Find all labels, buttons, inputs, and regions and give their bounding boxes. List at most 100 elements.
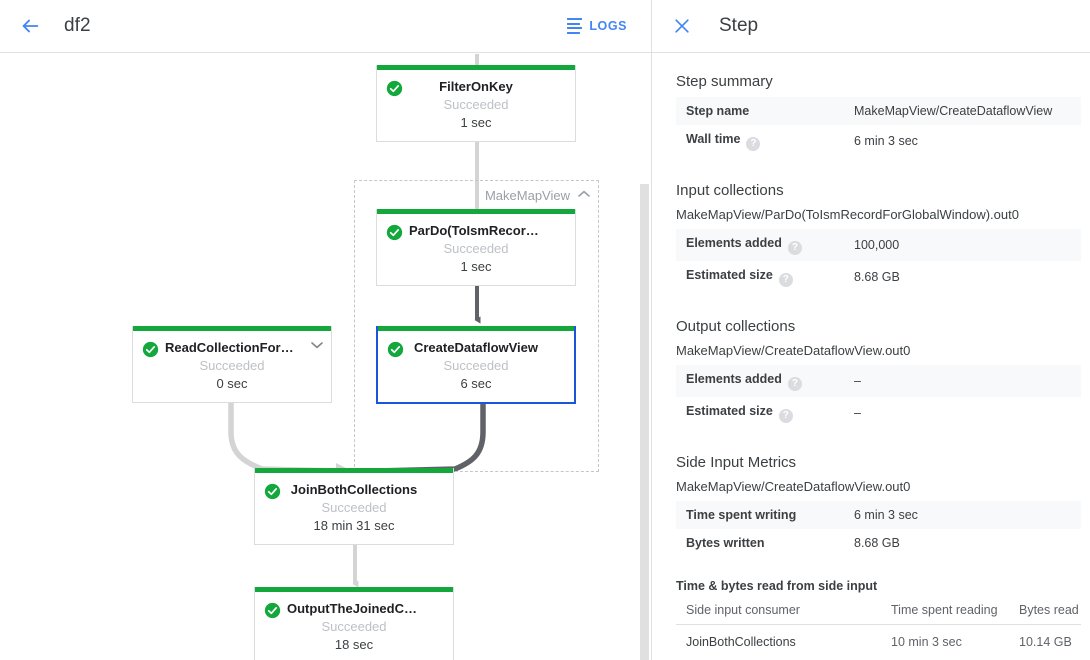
check-circle-icon [142,341,159,358]
cell-consumer: JoinBothCollections [686,635,796,649]
node-time: 0 sec [216,376,248,391]
row-value: 100,000 [854,238,900,252]
column-header-time-reading: Time spent reading [881,597,1009,625]
node-name: FilterOnKey [439,79,513,94]
graph-node-joinbothcollections[interactable]: JoinBothCollections Succeeded 18 min 31 … [254,468,454,545]
output-collection-name: MakeMapView/CreateDataflowView.out0 [676,343,911,358]
logs-icon [567,17,583,35]
row-key-label: Elements added [686,372,782,386]
help-icon[interactable]: ? [778,273,793,287]
step-panel-body: Step summary Step name MakeMapView/Creat… [652,53,1090,659]
status-bar [378,326,574,331]
step-details-panel: Step Step summary Step name MakeMapView/… [651,0,1090,660]
node-status: Succeeded [321,619,387,634]
status-bar [255,468,453,473]
step-panel-title: Step [719,15,759,36]
node-time: 1 sec [460,259,492,274]
graph-vertical-scrollbar[interactable] [640,184,649,660]
output-collections-table: Elements added? – Estimated size? – [676,365,1081,429]
row-key: Estimated size? [676,261,844,293]
table-row: Bytes written 8.68 GB [676,529,1081,557]
check-circle-icon [264,602,281,619]
page-title: df2 [64,15,91,36]
node-status: Succeeded [443,358,509,373]
node-status: Succeeded [199,358,265,373]
row-key: Elements added? [676,365,844,397]
input-collections-table: Elements added? 100,000 Estimated size? … [676,229,1081,293]
node-status: Succeeded [321,500,387,515]
section-title-output-collections: Output collections [676,318,796,335]
graph-node-createdataflowview[interactable]: CreateDataflowView Succeeded 6 sec [376,326,576,404]
logs-button-label: LOGS [589,18,627,33]
row-key-label: Estimated size [686,404,773,418]
help-icon[interactable]: ? [787,241,802,255]
job-graph-canvas[interactable]: MakeMapView FilterOnKey Succeeded 1 sec [0,54,651,660]
section-title-side-input-metrics: Side Input Metrics [676,454,797,471]
status-bar [377,65,575,70]
row-value: – [854,406,861,420]
group-makemapview[interactable]: MakeMapView [354,180,599,472]
graph-pane: df2 LOGS [0,12,651,660]
step-panel-header: Step [652,0,1090,53]
row-key: Step name [686,104,750,118]
node-status: Succeeded [443,241,509,256]
node-time: 18 sec [334,637,374,652]
status-bar [133,326,331,331]
check-circle-icon [264,483,281,500]
node-name: JoinBothCollections [290,482,418,497]
table-row: Estimated size? – [676,397,1081,429]
section-title-input-collections: Input collections [676,182,784,199]
node-name: OutputTheJoinedCollec… [287,601,443,616]
node-name: ReadCollectionForJoin [165,340,308,355]
graph-node-readcollectionforjoin[interactable]: ReadCollectionForJoin Succeeded 0 sec [132,326,332,403]
row-value: 8.68 GB [854,270,900,284]
node-time: 6 sec [460,376,492,391]
graph-node-filteronkey[interactable]: FilterOnKey Succeeded 1 sec [376,65,576,142]
table-row[interactable]: JoinBothCollections 10 min 3 sec 10.14 G… [676,625,1081,660]
node-status: Succeeded [443,97,509,112]
help-icon[interactable]: ? [787,377,802,391]
row-key: Time spent writing [686,508,797,522]
input-collection-name: MakeMapView/ParDo(ToIsmRecordForGlobalWi… [676,207,1019,222]
check-circle-icon [386,224,403,241]
side-input-metrics-table: Time spent writing 6 min 3 sec Bytes wri… [676,501,1081,557]
close-icon[interactable] [670,14,694,38]
row-key: Elements added? [676,229,844,261]
graph-node-pardo-toismrecord[interactable]: ParDo(ToIsmRecordFor…) Succeeded 1 sec [376,209,576,286]
section-title-step-summary: Step summary [676,73,773,90]
chevron-down-icon[interactable] [311,341,323,352]
row-value: MakeMapView/CreateDataflowView [854,104,1053,118]
chevron-up-icon[interactable] [578,190,590,201]
table-row: Estimated size? 8.68 GB [676,261,1081,293]
row-key-label: Elements added [686,236,782,250]
step-summary-table: Step name MakeMapView/CreateDataflowView… [676,97,1081,157]
table-row: Step name MakeMapView/CreateDataflowView [676,97,1081,125]
column-header-consumer: Side input consumer [676,597,881,625]
cell-time-reading: 10 min 3 sec [891,635,962,649]
row-key: Bytes written [686,536,765,550]
node-time: 1 sec [460,115,492,130]
side-input-table-title: Time & bytes read from side input [676,579,878,593]
table-header-row: Side input consumer Time spent reading B… [676,597,1081,625]
logs-button[interactable]: LOGS [559,12,635,40]
help-icon[interactable]: ? [778,409,793,423]
check-circle-icon [386,80,403,97]
row-key-label: Estimated size [686,268,773,282]
status-bar [377,209,575,214]
row-key: Estimated size? [676,397,844,429]
table-row: Elements added? 100,000 [676,229,1081,261]
row-value: 6 min 3 sec [854,134,918,148]
row-value: 6 min 3 sec [854,508,918,522]
status-bar [255,587,453,592]
graph-node-outputthejoinedcollection[interactable]: OutputTheJoinedCollec… Succeeded 18 sec [254,587,454,660]
help-icon[interactable]: ? [746,137,761,151]
row-key-label: Wall time [686,132,741,146]
table-row: Wall time? 6 min 3 sec [676,125,1081,157]
row-value: – [854,374,861,388]
cell-bytes-read: 10.14 GB [1019,635,1072,649]
side-input-collection-name: MakeMapView/CreateDataflowView.out0 [676,479,911,494]
node-name: CreateDataflowView [413,340,539,355]
row-value: 8.68 GB [854,536,900,550]
arrow-left-icon[interactable] [16,12,44,40]
